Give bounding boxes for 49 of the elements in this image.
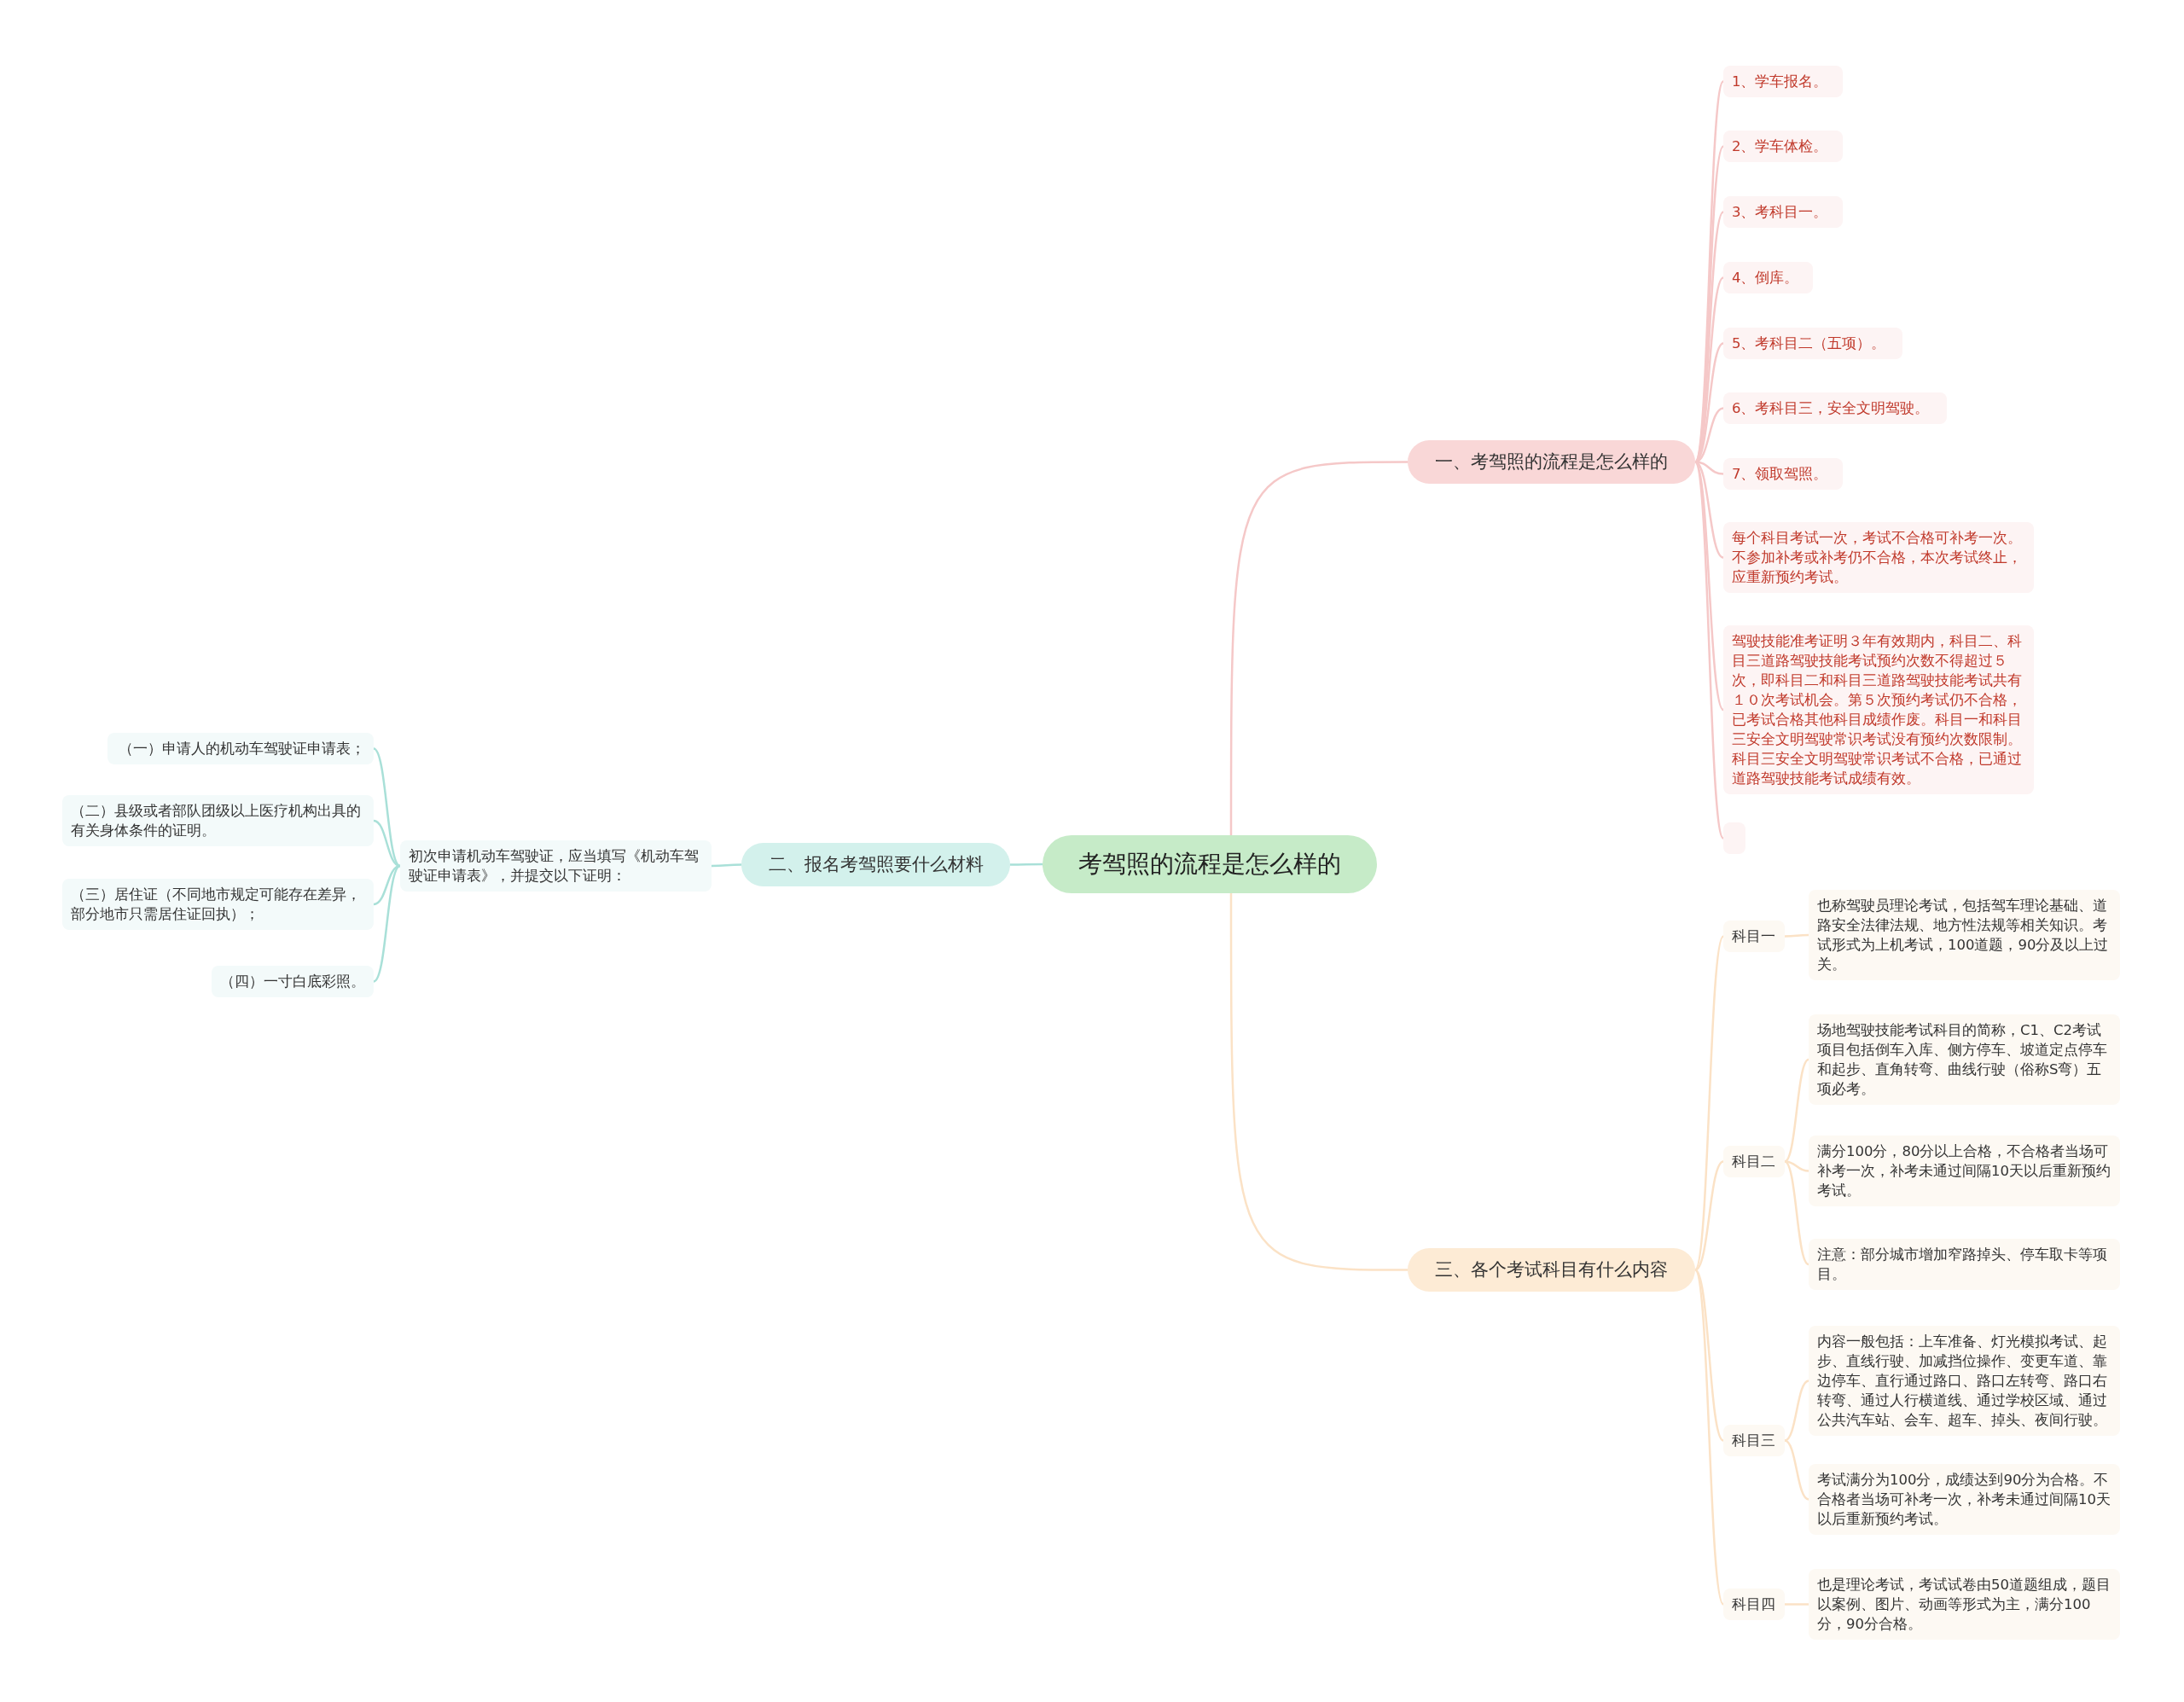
connector-line — [1784, 1439, 1809, 1501]
connector-line — [1785, 1603, 1809, 1606]
connector-line — [1693, 462, 1725, 839]
note-card: 考试满分为100分，成绩达到90分为合格。不合格者当场可补考一次，补考未通过间隔10天以后重新预约考试。 — [1809, 1463, 2120, 1535]
note-card: 也称驾驶员理论考试，包括驾车理论基础、道路安全法律法规、地方性法规等相关知识。考试形式为上机考试，100道题，90分及以上过关。 — [1809, 890, 2120, 980]
note-card: 科目四 — [1723, 1588, 1785, 1620]
note-card: 内容一般包括：上车准备、灯光模拟考试、起步、直线行驶、加减挡位操作、变更车道、靠边停车、直行通过路口、路口左转弯、路口右转弯、通过人行横道线、通过学校区域、通过公共汽车站、会车、超车、掉头、夜间行驶。 — [1809, 1325, 2120, 1436]
note-card: 科目三 — [1723, 1424, 1785, 1456]
connector-line — [1784, 1160, 1809, 1265]
branch-topic: 三、各个考试科目有什么内容 — [1408, 1247, 1695, 1292]
connector-line — [712, 863, 741, 868]
note-card: 驾驶技能准考证明３年有效期内，科目二、科目三道路驾驶技能考试预约次数不得超过５次，即科目二和科目三道路驾驶技能考试共有１０次考试机会。第５次预约考试仍不合格，已考试合格其他科目成绩作废。科目一和科目三安全文明驾驶常识考试没有预约次数限制。科目三安全文明驾驶常识考试不合格，已通过道路驾驶技能考试成绩有效。 — [1723, 625, 2034, 794]
note-card: 5、考科目二（五项）。 — [1723, 327, 1902, 359]
note-card: 每个科目考试一次，考试不合格可补考一次。不参加补考或补考仍不合格，本次考试终止，应重新预约考试。 — [1723, 521, 2034, 593]
note-card: （三）居住证（不同地市规定可能存在差异，部分地市只需居住证回执）； — [62, 879, 374, 930]
connector-line — [1229, 461, 1408, 835]
connector-line — [373, 747, 401, 867]
connector-line — [1010, 863, 1043, 866]
empty-box — [1723, 822, 1745, 854]
note-card: 场地驾驶技能考试科目的简称，C1、C2考试项目包括倒车入库、侧方停车、坡道定点停车和起步、直角转弯、曲线行驶（俗称S弯）五项必考。 — [1809, 1014, 2120, 1105]
note-card: 6、考科目三，安全文明驾驶。 — [1723, 392, 1947, 424]
note-card: 科目二 — [1723, 1145, 1785, 1177]
connector-line — [1784, 1160, 1809, 1172]
note-card: 注意：部分城市增加窄路掉头、停车取卡等项目。 — [1809, 1239, 2120, 1290]
note-card: 3、考科目一。 — [1723, 195, 1843, 228]
connector-line — [1784, 1059, 1809, 1163]
connector-line — [1693, 1269, 1725, 1606]
connector-line — [373, 819, 401, 868]
note-card: （二）县级或者部队团级以上医疗机构出具的有关身体条件的证明。 — [62, 795, 374, 846]
note-card: 满分100分，80分以上合格，不合格者当场可补考一次，补考未通过间隔10天以后重新预约考试。 — [1809, 1135, 2120, 1206]
central-topic: 考驾照的流程是怎么样的 — [1043, 835, 1377, 893]
connector-line — [1785, 933, 1809, 938]
connector-line — [1693, 935, 1725, 1271]
note-card: 也是理论考试，考试试卷由50道题组成，题目以案例、图片、动画等形式为主，满分100分，90分合格。 — [1809, 1568, 2120, 1640]
note-card: （四）一寸白底彩照。 — [212, 965, 374, 997]
note-card: （一）申请人的机动车驾驶证申请表； — [107, 732, 374, 764]
note-card: 4、倒库。 — [1723, 261, 1813, 293]
connector-line — [1784, 1380, 1809, 1442]
connector-line — [373, 865, 401, 983]
branch-topic: 一、考驾照的流程是怎么样的 — [1408, 439, 1695, 484]
note-card: 1、学车报名。 — [1723, 65, 1843, 97]
note-card: 7、领取驾照。 — [1723, 457, 1843, 490]
connector-line — [1694, 1160, 1724, 1271]
connector-line — [1694, 1269, 1724, 1442]
note-card: 2、学车体检。 — [1723, 130, 1843, 162]
connector-line — [1229, 893, 1408, 1271]
note-card: 初次申请机动车驾驶证，应当填写《机动车驾驶证申请表》，并提交以下证明： — [400, 840, 712, 892]
note-card: 科目一 — [1723, 920, 1785, 952]
branch-topic: 二、报名考驾照要什么材料 — [741, 842, 1010, 886]
